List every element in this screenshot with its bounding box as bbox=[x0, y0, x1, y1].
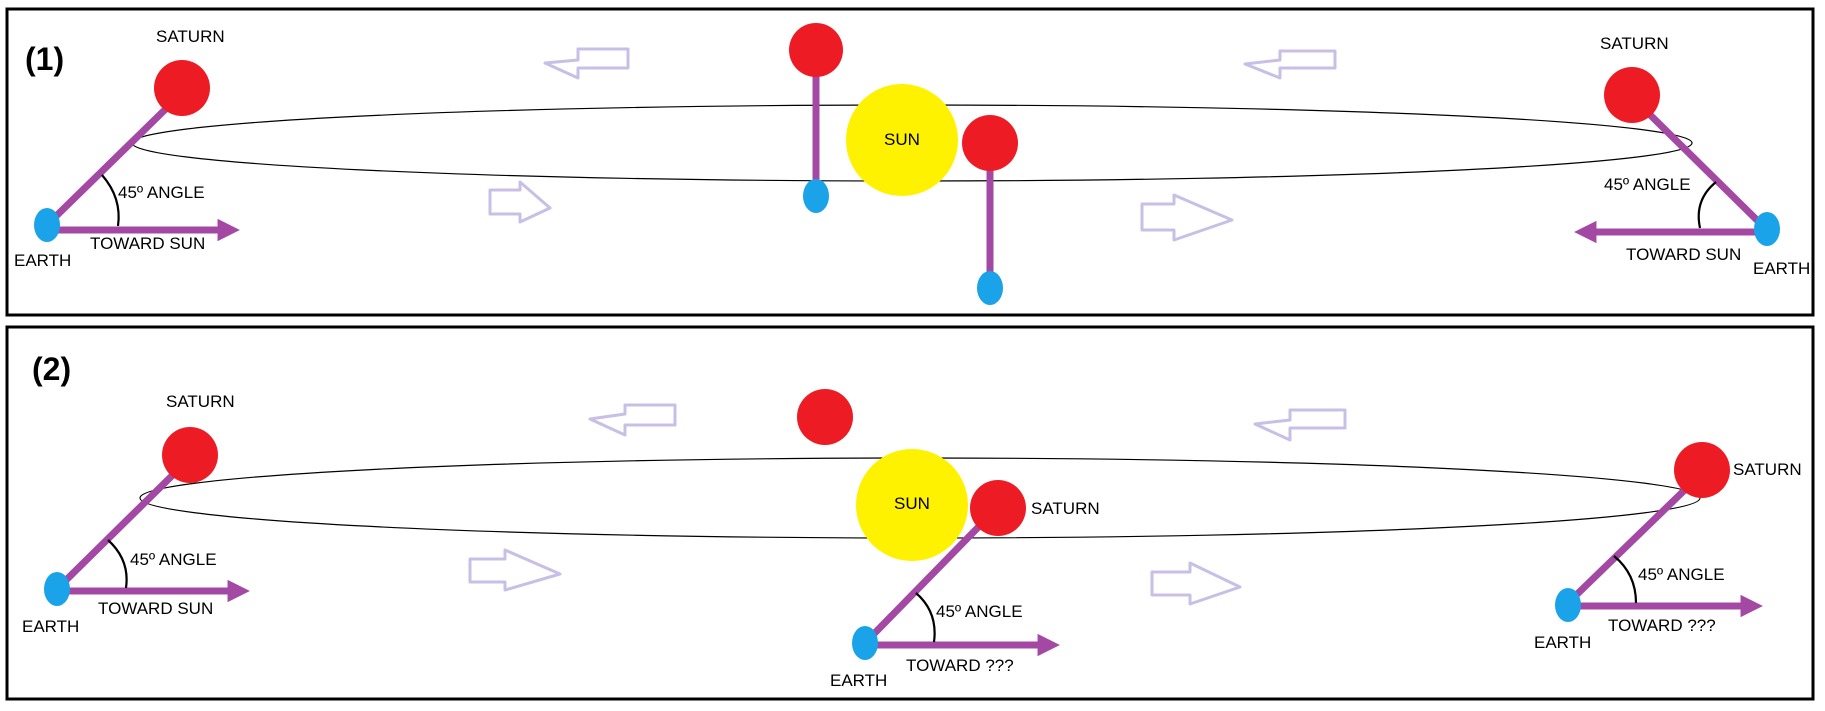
sight-line bbox=[1632, 97, 1768, 231]
saturn-planet bbox=[797, 389, 853, 445]
panel-2-frame bbox=[5, 325, 1815, 701]
earth-label: EARTH bbox=[1534, 633, 1591, 652]
sight-line bbox=[863, 507, 998, 645]
earth-planet bbox=[34, 208, 60, 242]
angle-label: 45º ANGLE bbox=[118, 183, 205, 202]
earth-planet bbox=[977, 271, 1003, 305]
earth-label: EARTH bbox=[22, 617, 79, 636]
sun bbox=[846, 84, 958, 196]
sun-label: SUN bbox=[884, 130, 920, 149]
angle-arc bbox=[1613, 555, 1638, 604]
saturn-label: SATURN bbox=[156, 27, 225, 46]
sun-label: SUN bbox=[894, 494, 930, 513]
orbit-direction-arrow-icon bbox=[468, 548, 562, 592]
orbit-direction-arrow-icon bbox=[1140, 193, 1234, 242]
angle-label: 45º ANGLE bbox=[936, 602, 1023, 621]
panel-1-frame bbox=[5, 7, 1815, 317]
sight-line bbox=[55, 457, 191, 591]
toward-label: TOWARD ??? bbox=[906, 656, 1014, 675]
angle-arc bbox=[107, 539, 128, 589]
earth-planet bbox=[852, 626, 878, 660]
saturn-label: SATURN bbox=[166, 392, 235, 411]
orbit-direction-arrow-icon bbox=[588, 403, 677, 437]
earth-label: EARTH bbox=[1753, 259, 1810, 278]
orbit-direction-arrow-icon bbox=[1253, 408, 1347, 442]
sight-line bbox=[1565, 477, 1698, 606]
saturn-label: SATURN bbox=[1733, 460, 1802, 479]
toward-label: TOWARD SUN bbox=[1626, 245, 1741, 264]
toward-label: TOWARD SUN bbox=[98, 599, 213, 618]
orbit-direction-arrow-icon bbox=[488, 180, 552, 224]
angle-arc bbox=[101, 174, 120, 227]
angle-label: 45º ANGLE bbox=[1638, 565, 1725, 584]
orbit-direction-arrow-icon bbox=[543, 47, 630, 80]
saturn-planet bbox=[970, 480, 1026, 536]
panel-1-number: (1) bbox=[25, 41, 64, 77]
toward-label: TOWARD SUN bbox=[90, 234, 205, 253]
saturn-planet bbox=[154, 60, 210, 116]
earth-planet bbox=[1555, 588, 1581, 622]
sun bbox=[856, 449, 968, 561]
orbit-direction-arrow-icon bbox=[1243, 49, 1337, 80]
saturn-planet bbox=[789, 23, 843, 77]
angle-label: 45º ANGLE bbox=[1604, 175, 1691, 194]
saturn-label: SATURN bbox=[1031, 499, 1100, 518]
angle-label: 45º ANGLE bbox=[130, 550, 217, 569]
earth-label: EARTH bbox=[830, 671, 887, 690]
panel-2-number: (2) bbox=[32, 351, 71, 387]
earth-planet bbox=[1754, 212, 1780, 246]
angle-arc bbox=[915, 592, 936, 643]
saturn-planet bbox=[962, 115, 1018, 171]
sight-line bbox=[45, 92, 183, 227]
angle-arc bbox=[1697, 181, 1717, 229]
earth-planet bbox=[44, 572, 70, 606]
earth-label: EARTH bbox=[14, 251, 71, 270]
earth-planet bbox=[803, 179, 829, 213]
saturn-label: SATURN bbox=[1600, 34, 1669, 53]
toward-label: TOWARD ??? bbox=[1608, 616, 1716, 635]
orbit-direction-arrow-icon bbox=[1150, 561, 1242, 606]
saturn-planet bbox=[162, 427, 218, 483]
saturn-planet bbox=[1604, 67, 1660, 123]
saturn-planet bbox=[1674, 442, 1730, 498]
